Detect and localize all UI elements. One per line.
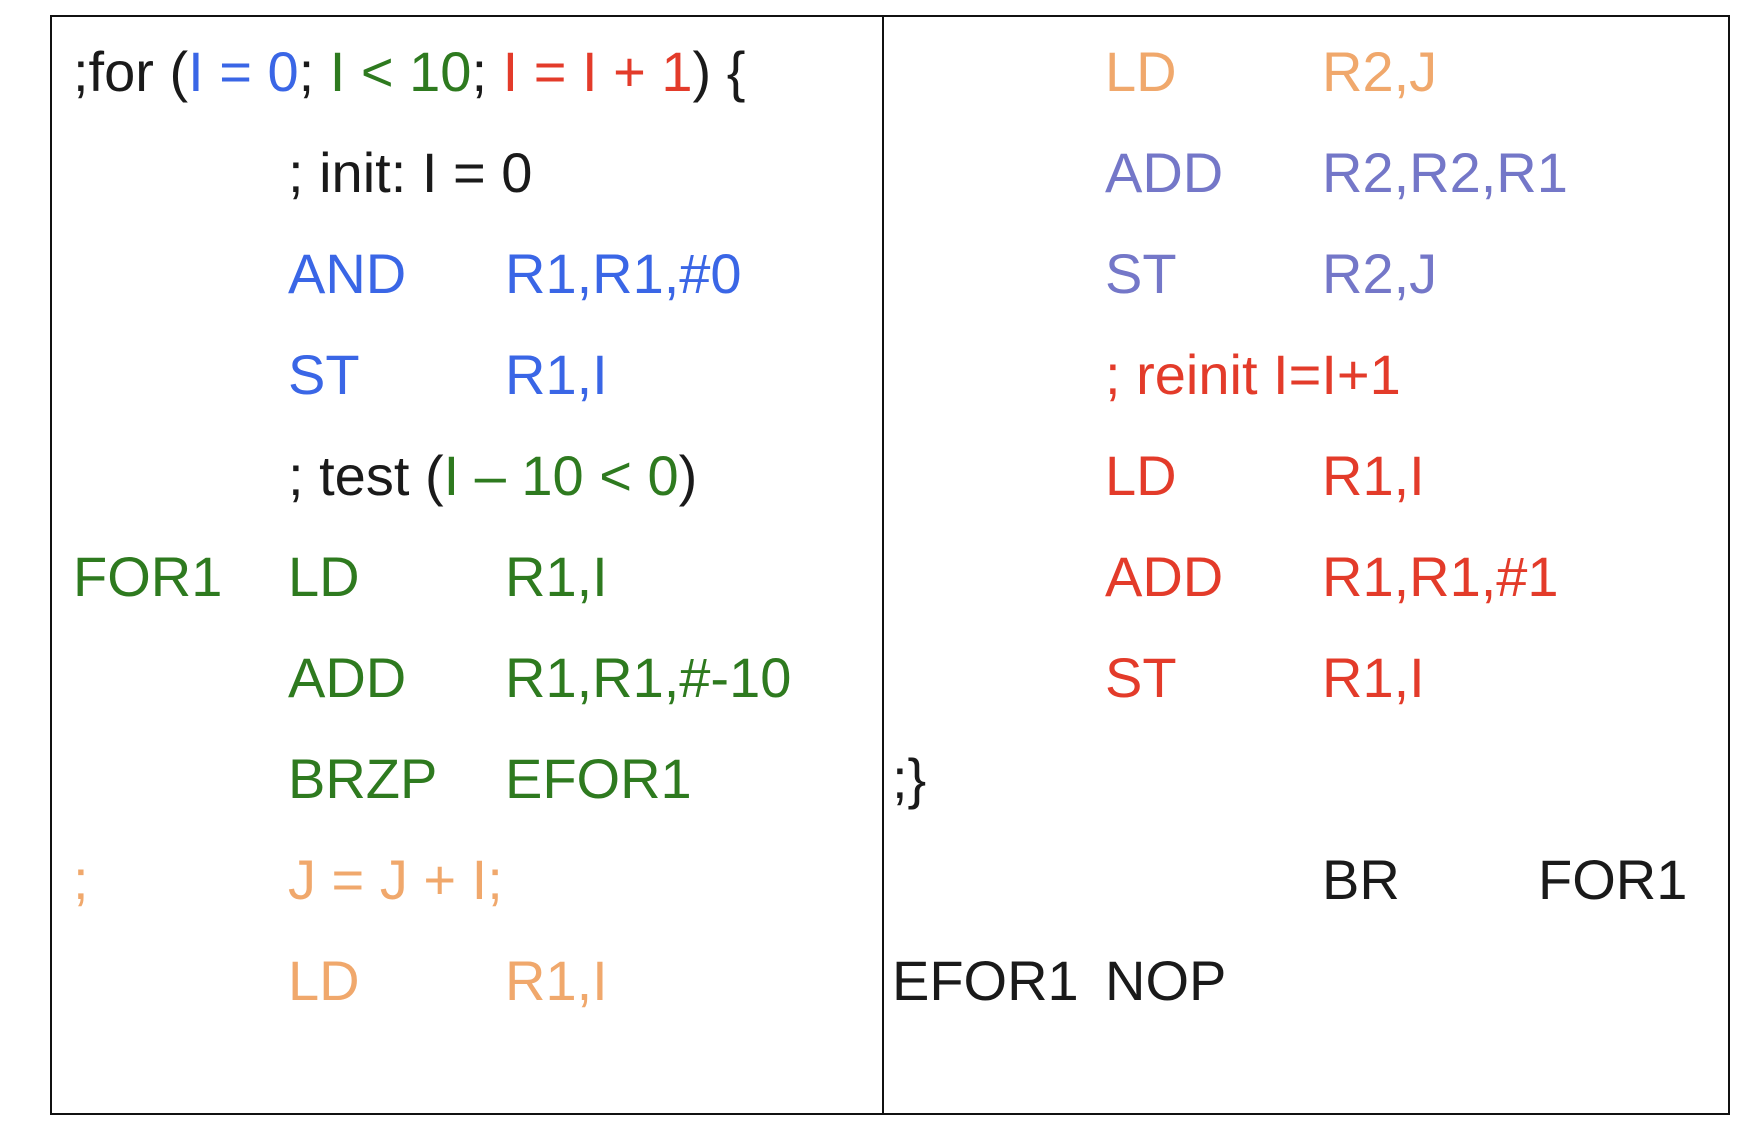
body-comment-mark: ; xyxy=(73,848,89,911)
for1-label: FOR1 xyxy=(73,545,223,608)
ld-opcode-1: LD xyxy=(288,545,360,608)
st-operands-1: R1,I xyxy=(505,343,608,406)
ld-operands-1: R1,I xyxy=(505,545,608,608)
ld-opcode-2: LD xyxy=(288,949,360,1012)
test-comment-suffix: ) xyxy=(678,444,698,507)
br-operands: FOR1 xyxy=(1538,848,1688,911)
add-opcode-1: ADD xyxy=(288,646,407,709)
ld-operands-4: R1,I xyxy=(1322,444,1425,507)
for-separator-1: ; xyxy=(298,40,330,103)
st-opcode-1: ST xyxy=(288,343,360,406)
for-separator-2: ; xyxy=(471,40,503,103)
nop-opcode: NOP xyxy=(1105,949,1227,1012)
add-operands-1: R1,R1,#-10 xyxy=(505,646,792,709)
st-operands-3: R1,I xyxy=(1322,646,1425,709)
test-comment-prefix: ; test ( xyxy=(288,444,444,507)
add-opcode-2: ADD xyxy=(1105,141,1224,204)
st-opcode-2: ST xyxy=(1105,242,1177,305)
st-operands-2: R2,J xyxy=(1322,242,1438,305)
ld-operands-2: R1,I xyxy=(505,949,608,1012)
for-suffix: ) { xyxy=(692,40,746,103)
for-loop-comment: ;for (I = 0; I < 10; I = I + 1) { xyxy=(73,39,745,105)
ld-opcode-3: LD xyxy=(1105,40,1177,103)
brzp-operands: EFOR1 xyxy=(505,747,692,810)
for-prefix: ;for ( xyxy=(73,40,189,103)
init-comment: ; init: I = 0 xyxy=(288,141,533,204)
brzp-opcode: BRZP xyxy=(288,747,438,810)
test-comment: ; test (I – 10 < 0) xyxy=(288,443,697,509)
and-opcode: AND xyxy=(288,242,407,305)
add-operands-3: R1,R1,#1 xyxy=(1322,545,1559,608)
column-divider xyxy=(882,15,884,1115)
for-init: I = 0 xyxy=(188,40,299,103)
reinit-comment: ; reinit I=I+1 xyxy=(1105,343,1401,406)
ld-opcode-4: LD xyxy=(1105,444,1177,507)
for-reinit: I = I + 1 xyxy=(502,40,693,103)
body-comment: J = J + I; xyxy=(288,848,503,911)
test-comment-body: I – 10 < 0 xyxy=(443,444,679,507)
add-opcode-3: ADD xyxy=(1105,545,1224,608)
for-test: I < 10 xyxy=(329,40,472,103)
br-opcode: BR xyxy=(1322,848,1400,911)
add-operands-2: R2,R2,R1 xyxy=(1322,141,1568,204)
close-brace-comment: ;} xyxy=(892,747,927,810)
efor1-label: EFOR1 xyxy=(892,949,1079,1012)
st-opcode-3: ST xyxy=(1105,646,1177,709)
ld-operands-3: R2,J xyxy=(1322,40,1438,103)
code-table-frame xyxy=(50,15,1730,1115)
and-operands: R1,R1,#0 xyxy=(505,242,742,305)
